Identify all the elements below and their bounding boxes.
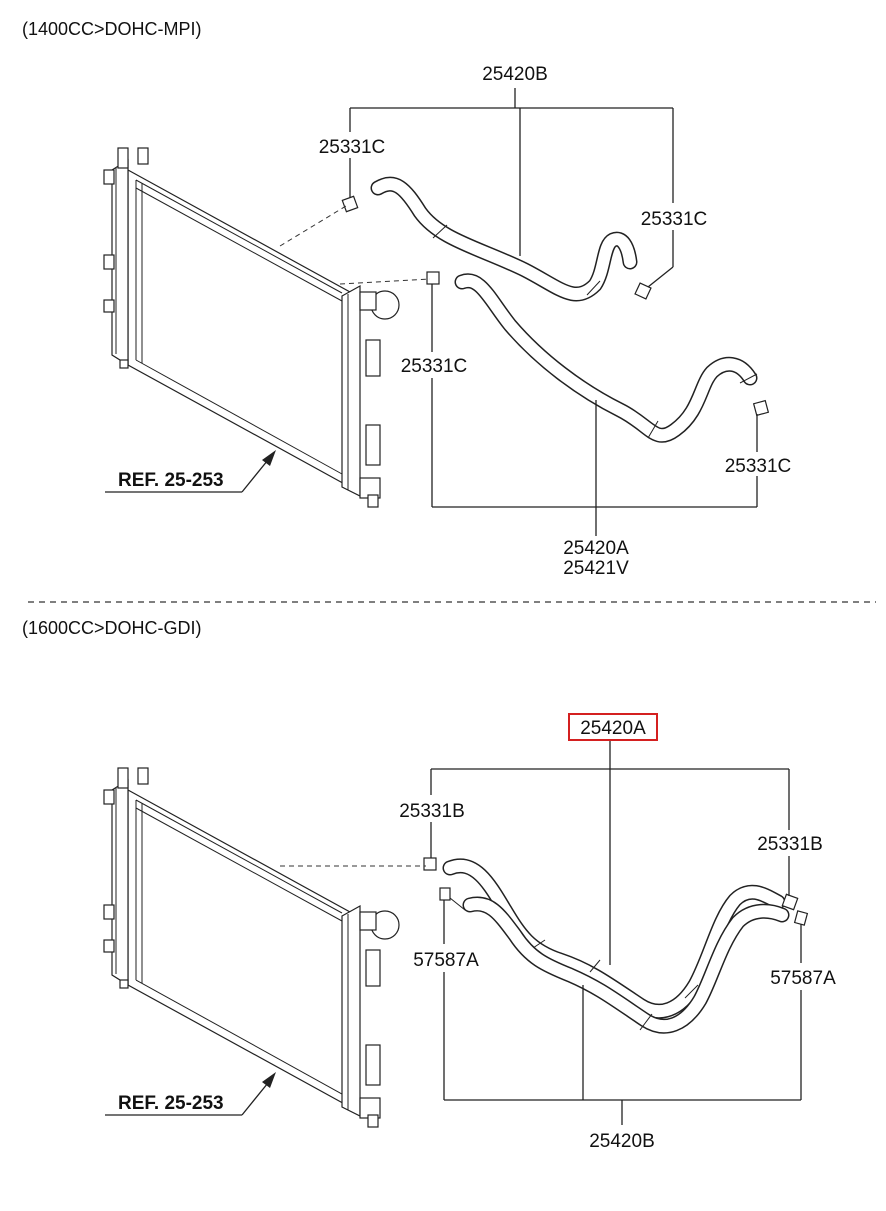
hose-upper-25420b — [370, 176, 638, 302]
section-bottom-header: (1600CC>DOHC-GDI) — [22, 618, 202, 638]
ref-label: REF. 25-253 — [118, 470, 224, 491]
label-57587a: 57587A — [413, 950, 479, 971]
label-25331b: 25331B — [757, 834, 823, 855]
arrow-icon — [262, 450, 276, 466]
leader-lines-bottom — [430, 740, 802, 1125]
highlight-box — [568, 713, 658, 741]
label-25331c: 25331C — [641, 209, 708, 230]
arrow-icon — [262, 1072, 276, 1088]
label-25331c: 25331C — [725, 456, 792, 477]
leader-lines-top — [349, 88, 758, 536]
clamp-icon — [423, 857, 799, 911]
ref-indicator-bottom: REF. 25-253 — [105, 1072, 276, 1116]
hose-25420b-bottom — [462, 896, 790, 1034]
label-25420a: 25420A — [563, 538, 629, 559]
label-25331b: 25331B — [399, 801, 465, 822]
ref-label: REF. 25-253 — [118, 1093, 224, 1114]
label-25420b: 25420B — [589, 1131, 655, 1152]
clip-icon — [439, 887, 809, 926]
label-25420a-highlighted[interactable]: 25420A — [580, 718, 646, 739]
label-25331c: 25331C — [401, 356, 468, 377]
label-25421v: 25421V — [563, 558, 629, 579]
dashed-leader — [279, 205, 347, 247]
clamp-icon — [341, 195, 770, 417]
dashed-leader — [339, 278, 431, 285]
hose-25420a-bottom — [442, 858, 786, 1019]
label-25331c: 25331C — [319, 137, 386, 158]
ref-indicator-top: REF. 25-253 — [105, 450, 276, 493]
hose-lower-25420a — [454, 273, 758, 443]
radiator-top — [103, 147, 400, 508]
section-top-header: (1400CC>DOHC-MPI) — [22, 19, 202, 39]
label-25420b: 25420B — [482, 64, 548, 85]
radiator-bottom — [103, 767, 400, 1128]
clip-bracket — [449, 897, 466, 911]
label-57587a: 57587A — [770, 968, 836, 989]
